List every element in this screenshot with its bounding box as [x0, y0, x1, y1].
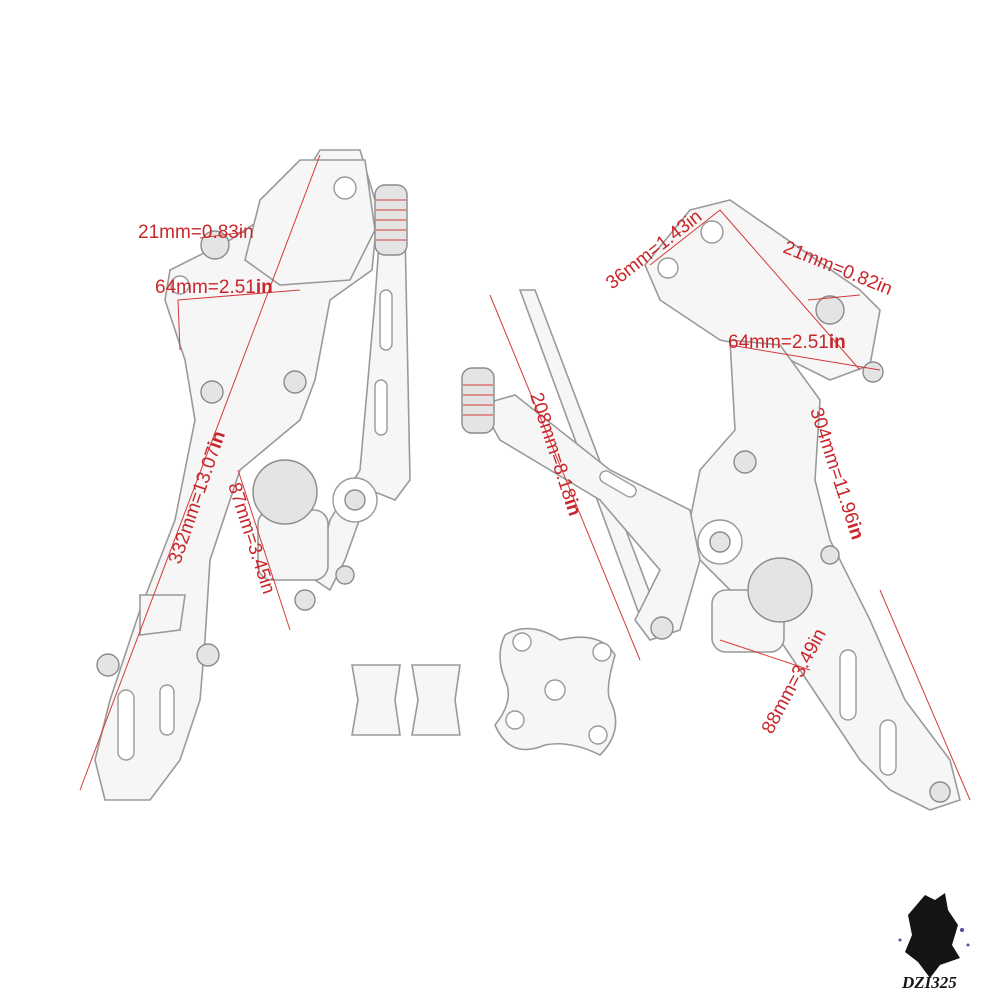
- left-upper-bracket: [244, 159, 376, 286]
- left-bolt-3: [294, 589, 316, 611]
- left-bolt-1: [200, 380, 224, 404]
- mount-plate: [494, 627, 617, 756]
- right-nut: [815, 295, 845, 325]
- spacer-2: [411, 664, 461, 736]
- left-bolt-6: [335, 565, 355, 585]
- spacer-1: [351, 664, 401, 736]
- watermark-logo: DZI325: [898, 893, 970, 992]
- right-peg-ball: [747, 557, 813, 623]
- left-lever-slot-2: [374, 379, 388, 436]
- watermark-text: DZI325: [901, 973, 957, 992]
- right-rearset-assembly: [461, 199, 961, 811]
- left-hole-1: [333, 176, 357, 200]
- right-hole-1: [700, 220, 724, 244]
- right-bolt-3: [820, 545, 840, 565]
- right-pivot-bolt: [709, 531, 731, 553]
- left-bolt-4: [96, 653, 120, 677]
- right-bolt-4: [929, 781, 951, 803]
- left-bolt-5: [196, 643, 220, 667]
- right-lever-arm: [478, 394, 701, 641]
- right-dimension-64mm: 64mm=2.51in: [728, 332, 846, 353]
- right-bolt-5: [650, 616, 674, 640]
- spacers: [351, 664, 461, 736]
- left-nut: [200, 230, 230, 260]
- left-hole-2: [170, 275, 190, 295]
- right-lever-slot: [599, 470, 637, 498]
- right-upper-bracket: [644, 199, 881, 381]
- left-dimension-64mm: 64mm=2.51in: [155, 277, 273, 298]
- left-pivot-bolt: [344, 489, 366, 511]
- right-plate-slot-1: [839, 649, 857, 721]
- dimension-lines: [79, 154, 971, 801]
- right-bolt-1: [862, 361, 884, 383]
- wolf-head-icon: [905, 893, 960, 978]
- left-rearset-assembly: [94, 149, 411, 801]
- left-knob-ribs: [376, 199, 406, 241]
- right-plate-slot-2: [879, 719, 897, 776]
- right-rubber-knob: [461, 367, 495, 434]
- right-bolt-2: [733, 450, 757, 474]
- right-hole-2: [657, 257, 679, 279]
- left-dimension-21mm: 21mm=0.83in: [138, 222, 254, 243]
- right-knob-ribs: [463, 384, 493, 416]
- left-plate-slot-1: [117, 689, 135, 761]
- left-lever-slot-1: [379, 289, 393, 351]
- left-main-plate: [94, 149, 379, 801]
- left-peg-ball: [252, 459, 318, 525]
- left-bolt-2: [283, 370, 307, 394]
- left-logo-plate: [139, 594, 186, 636]
- left-plate-slot-2: [159, 684, 175, 736]
